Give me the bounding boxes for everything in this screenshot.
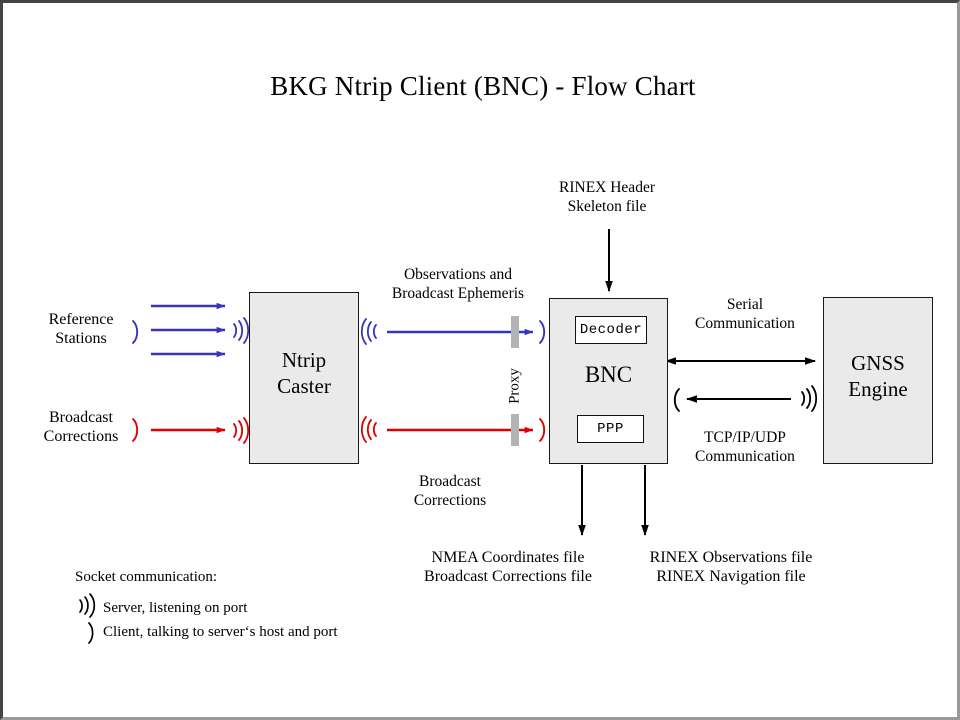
tcpip-communication-line1: TCP/IP/UDP [704,429,786,446]
broadcast-corrections-source-line2: Corrections [43,428,119,446]
client-paren-icon-bnc-observations [539,320,546,344]
output-right-line1: RINEX Observations file [649,549,813,566]
node-ntrip-caster[interactable]: Ntrip Caster [249,292,359,464]
reference-stations-line1: Reference [48,311,114,328]
legend-server-antenna-icon [79,593,96,618]
client-paren-icon-bnc-corrections [539,418,546,442]
server-antenna-icon-caster-out-blue [360,318,377,345]
node-gnss-engine[interactable]: GNSS Engine [823,297,933,464]
reference-stations-label: Reference Stations [49,310,114,348]
output-right-line2: RINEX Navigation file [656,568,806,586]
broadcast-corrections-flow-line1: Broadcast [419,473,481,490]
bnc-decoder-module[interactable]: Decoder [575,316,647,344]
server-antenna-icon-caster-in-red [233,417,250,444]
page-title: BKG Ntrip Client (BNC) - Flow Chart [270,71,696,101]
broadcast-corrections-flow-label: Broadcast Corrections [414,473,486,510]
legend-title: Socket communication: [75,569,218,585]
reference-stations-line2: Stations [55,330,107,348]
legend-client-paren-icon [88,622,94,644]
legend-client-text: Client, talking to server‘s host and por… [103,624,338,640]
tcpip-communication-label: TCP/IP/UDP Communication [695,429,795,466]
reference-station-arrows [151,302,226,358]
observations-flow-line1: Observations and [403,266,513,283]
server-antenna-icon-caster-out-red [360,416,377,443]
broadcast-corrections-flow-line2: Corrections [413,491,487,509]
client-paren-icon-broadcast-corrections [132,418,139,442]
bnc-ppp-module[interactable]: PPP [577,415,644,443]
gnss-engine-line1: GNSS [851,351,905,375]
rinex-skeleton-label: RINEX Header Skeleton file [559,179,655,216]
bnc-output-arrows [578,465,649,536]
node-bnc[interactable]: Decoder BNC PPP [549,298,668,464]
serial-communication-line1: Serial [726,296,764,313]
ntrip-caster-line1: Ntrip [281,348,327,372]
tcpip-communication-line2: Communication [695,447,795,465]
server-antenna-icon-gnss [801,385,818,412]
client-paren-icon-bnc-tcpip [673,388,680,412]
serial-communication-line2: Communication [695,314,795,332]
output-right-label: RINEX Observations file RINEX Navigation… [650,548,813,586]
observations-flow-line2: Broadcast Ephemeris [391,284,525,302]
legend-server-text: Server, listening on port [103,600,248,616]
gnss-engine-line2: Engine [848,377,908,402]
output-left-line1: NMEA Coordinates file [431,549,585,566]
ntrip-caster-label: Ntrip Caster [250,347,358,400]
rinex-skeleton-line1: RINEX Header [559,179,655,196]
output-left-label: NMEA Coordinates file Broadcast Correcti… [424,548,592,586]
server-antenna-icon-caster-in-blue [233,317,250,344]
observations-flow-label: Observations and Broadcast Ephemeris [392,266,524,303]
bnc-label: BNC [584,362,633,387]
broadcast-corrections-source-line1: Broadcast [49,409,113,426]
client-paren-icon-reference-stations [132,320,139,344]
proxy-label: Proxy [506,368,523,404]
broadcast-corrections-source-label: Broadcast Corrections [44,408,119,446]
ntrip-caster-line2: Caster [277,374,331,399]
proxy-bar-bottom [511,414,519,446]
serial-communication-label: Serial Communication [695,296,795,333]
rinex-skeleton-line2: Skeleton file [567,197,647,215]
gnss-engine-label: GNSS Engine [824,350,932,403]
proxy-bar-top [511,316,519,348]
output-left-line2: Broadcast Corrections file [424,568,592,586]
